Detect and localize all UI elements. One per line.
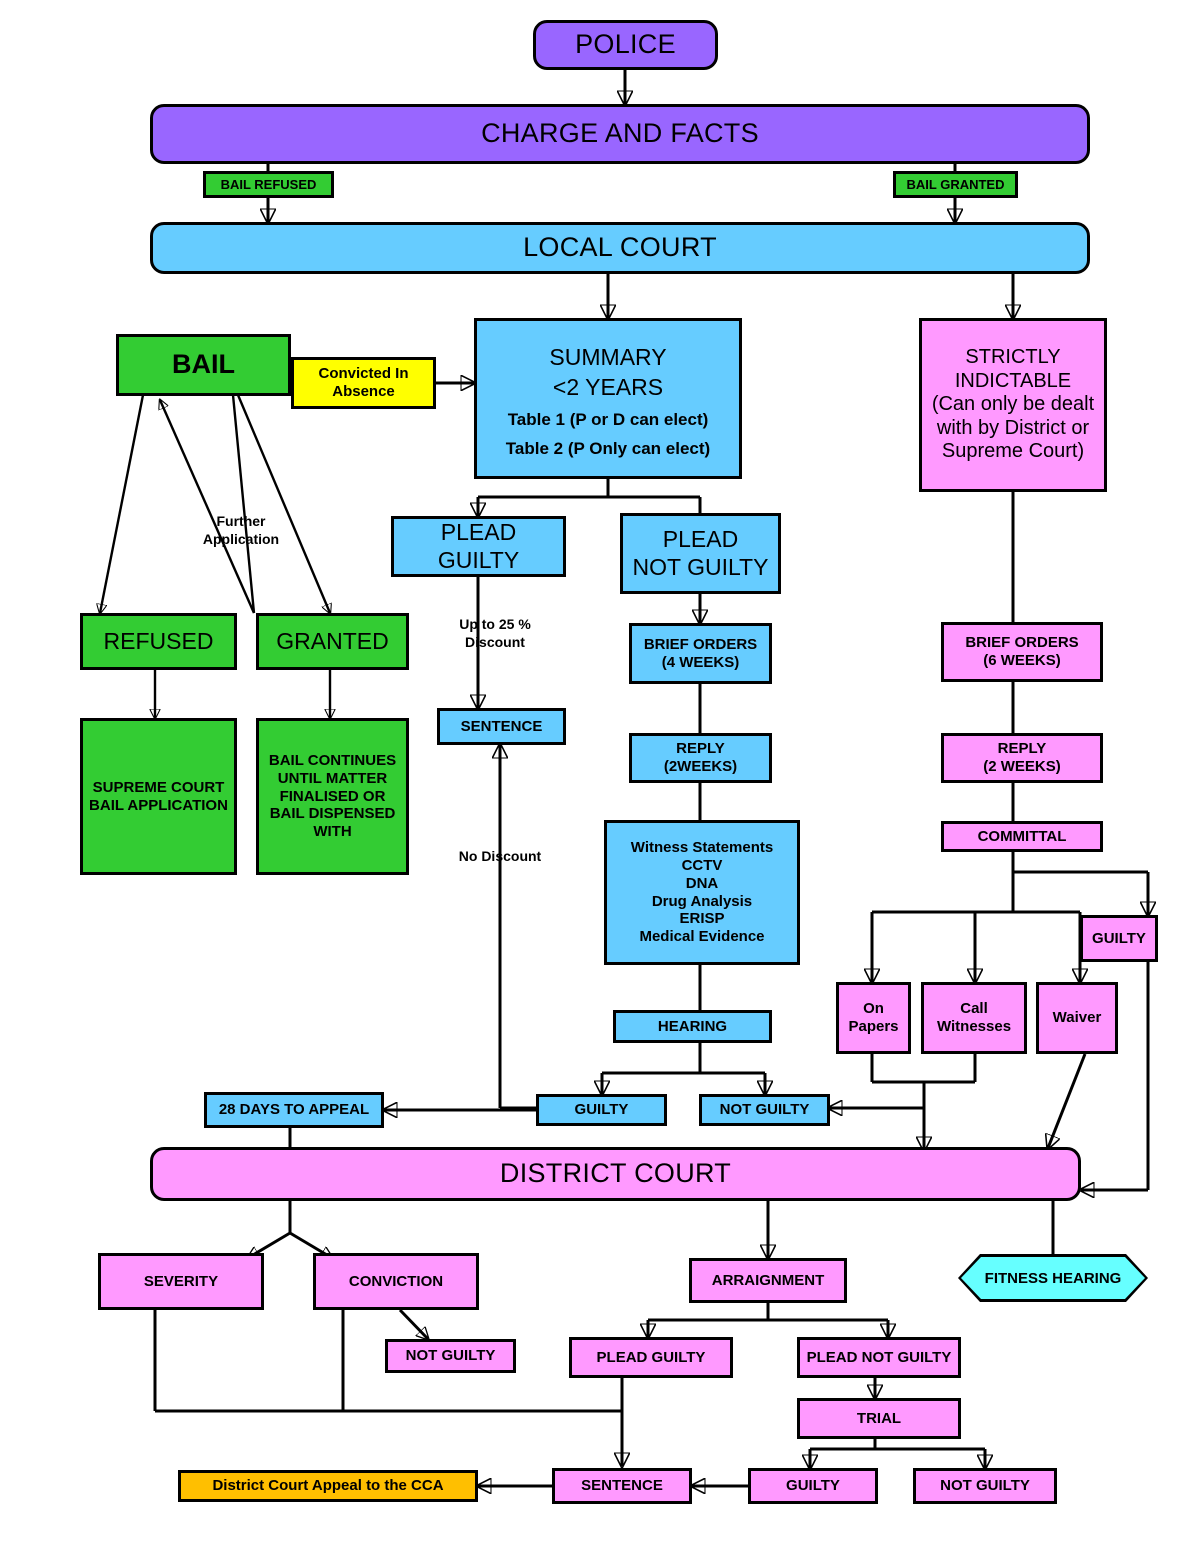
node-plead-not-guilty-dc[interactable]: PLEAD NOT GUILTY [797,1337,961,1378]
node-guilty-committal-label: GUILTY [1092,929,1146,947]
node-evidence-list-label: Witness Statements CCTV DNA Drug Analysi… [630,839,774,945]
node-granted-label: GRANTED [276,627,389,654]
node-supreme-court-bail-application[interactable]: SUPREME COURT BAIL APPLICATION [80,718,237,875]
tag-bail-granted[interactable]: BAIL GRANTED [893,171,1018,198]
node-conviction[interactable]: CONVICTION [313,1253,479,1310]
node-bail[interactable]: BAIL [116,334,291,396]
node-summary-line3: Table 1 (P or D can elect) [507,410,709,430]
node-sentence-local[interactable]: SENTENCE [437,708,566,745]
node-conviction-label: CONVICTION [348,1272,444,1290]
tag-bail-granted-label: BAIL GRANTED [906,176,1005,192]
node-reply-2-weeks-local-label: REPLY (2WEEKS) [663,740,738,775]
node-plead-not-guilty-local[interactable]: PLEAD NOT GUILTY [620,513,781,594]
node-reply-2-weeks-local[interactable]: REPLY (2WEEKS) [629,733,772,783]
node-plead-guilty-dc[interactable]: PLEAD GUILTY [569,1337,733,1378]
node-local-court[interactable]: LOCAL COURT [150,222,1090,274]
node-brief-orders-6-weeks-label: BRIEF ORDERS (6 WEEKS) [965,634,1079,669]
edge-label-no-discount: No Discount [458,848,542,864]
edge-label-further-application: Further Application [202,513,280,548]
node-arraignment[interactable]: ARRAIGNMENT [689,1258,847,1303]
tag-bail-refused-label: BAIL REFUSED [220,176,317,192]
node-not-guilty-conviction[interactable]: NOT GUILTY [385,1339,516,1373]
node-reply-2-weeks-indictable-label: REPLY (2 WEEKS) [983,740,1061,775]
node-guilty-local[interactable]: GUILTY [536,1094,667,1126]
node-summary-line1: SUMMARY [549,343,667,370]
node-summary-line4: Table 2 (P Only can elect) [505,439,711,459]
edge-label-up-to-25-discount: Up to 25 % Discount [459,616,531,651]
node-bail-label: BAIL [172,349,235,380]
node-28-days-to-appeal[interactable]: 28 DAYS TO APPEAL [204,1092,384,1128]
node-granted[interactable]: GRANTED [256,613,409,670]
node-brief-orders-4-weeks[interactable]: BRIEF ORDERS (4 WEEKS) [629,623,772,684]
node-not-guilty-local-label: NOT GUILTY [719,1101,810,1119]
node-strictly-indictable-label: STRICTLY INDICTABLE (Can only be dealt w… [931,346,1095,463]
node-refused[interactable]: REFUSED [80,613,237,670]
node-reply-2-weeks-indictable[interactable]: REPLY (2 WEEKS) [941,733,1103,783]
node-strictly-indictable[interactable]: STRICTLY INDICTABLE (Can only be dealt w… [919,318,1107,492]
node-guilty-trial[interactable]: GUILTY [748,1468,878,1504]
node-bail-continues-label: BAIL CONTINUES UNTIL MATTER FINALISED OR… [268,752,397,841]
node-hearing-label: HEARING [657,1017,728,1035]
node-plead-guilty-local[interactable]: PLEAD GUILTY [391,516,566,577]
node-plead-guilty-dc-label: PLEAD GUILTY [596,1348,706,1366]
node-on-papers[interactable]: On Papers [836,982,911,1054]
node-28-days-to-appeal-label: 28 DAYS TO APPEAL [218,1101,370,1119]
node-hearing[interactable]: HEARING [613,1010,772,1043]
node-committal[interactable]: COMMITTAL [941,821,1103,852]
node-not-guilty-trial-label: NOT GUILTY [940,1477,1030,1495]
node-committal-label: COMMITTAL [977,827,1067,845]
node-guilty-trial-label: GUILTY [786,1477,840,1495]
node-fitness-hearing[interactable]: FITNESS HEARING [958,1254,1148,1302]
node-summary-line2: <2 YEARS [552,373,664,400]
node-severity[interactable]: SEVERITY [98,1253,264,1310]
node-trial-label: TRIAL [856,1409,902,1427]
node-local-court-label: LOCAL COURT [523,232,717,263]
node-brief-orders-4-weeks-label: BRIEF ORDERS (4 WEEKS) [643,635,758,671]
node-not-guilty-local[interactable]: NOT GUILTY [699,1094,830,1126]
node-convicted-in-absence-label: Convicted In Absence [318,365,409,400]
node-evidence-list[interactable]: Witness Statements CCTV DNA Drug Analysi… [604,820,800,965]
node-waiver[interactable]: Waiver [1036,982,1118,1054]
node-district-court-label: DISTRICT COURT [499,1158,732,1189]
node-police[interactable]: POLICE [533,20,718,70]
node-charge-and-facts[interactable]: CHARGE AND FACTS [150,104,1090,164]
node-sentence-dc[interactable]: SENTENCE [552,1468,692,1504]
node-call-witnesses[interactable]: Call Witnesses [921,982,1027,1054]
node-district-court-appeal-cca[interactable]: District Court Appeal to the CCA [178,1470,478,1502]
node-not-guilty-conviction-label: NOT GUILTY [405,1347,496,1365]
node-not-guilty-trial[interactable]: NOT GUILTY [913,1468,1057,1504]
node-supreme-court-bail-application-label: SUPREME COURT BAIL APPLICATION [89,778,228,814]
node-trial[interactable]: TRIAL [797,1398,961,1439]
node-guilty-committal[interactable]: GUILTY [1080,915,1158,962]
node-call-witnesses-label: Call Witnesses [936,1000,1012,1035]
node-sentence-dc-label: SENTENCE [581,1477,663,1495]
fitness-hearing-body: FITNESS HEARING [961,1257,1145,1299]
node-district-court-appeal-cca-label: District Court Appeal to the CCA [212,1477,444,1495]
node-refused-label: REFUSED [103,627,214,654]
node-summary[interactable]: SUMMARY <2 YEARS Table 1 (P or D can ele… [474,318,742,479]
node-charge-and-facts-label: CHARGE AND FACTS [481,118,759,149]
node-brief-orders-6-weeks[interactable]: BRIEF ORDERS (6 WEEKS) [941,622,1103,682]
node-severity-label: SEVERITY [143,1272,219,1290]
node-bail-continues[interactable]: BAIL CONTINUES UNTIL MATTER FINALISED OR… [256,718,409,875]
node-on-papers-label: On Papers [848,1000,899,1035]
node-sentence-local-label: SENTENCE [460,717,543,735]
tag-bail-refused[interactable]: BAIL REFUSED [203,171,334,198]
node-waiver-label: Waiver [1052,1009,1102,1027]
node-district-court[interactable]: DISTRICT COURT [150,1147,1081,1201]
node-police-label: POLICE [575,29,676,60]
node-fitness-hearing-label: FITNESS HEARING [984,1269,1122,1287]
node-convicted-in-absence[interactable]: Convicted In Absence [291,357,436,409]
node-guilty-local-label: GUILTY [574,1101,629,1119]
node-plead-not-guilty-dc-label: PLEAD NOT GUILTY [806,1348,952,1366]
node-plead-not-guilty-local-label: PLEAD NOT GUILTY [632,526,769,580]
node-arraignment-label: ARRAIGNMENT [711,1271,825,1289]
node-plead-guilty-local-label: PLEAD GUILTY [437,519,520,573]
